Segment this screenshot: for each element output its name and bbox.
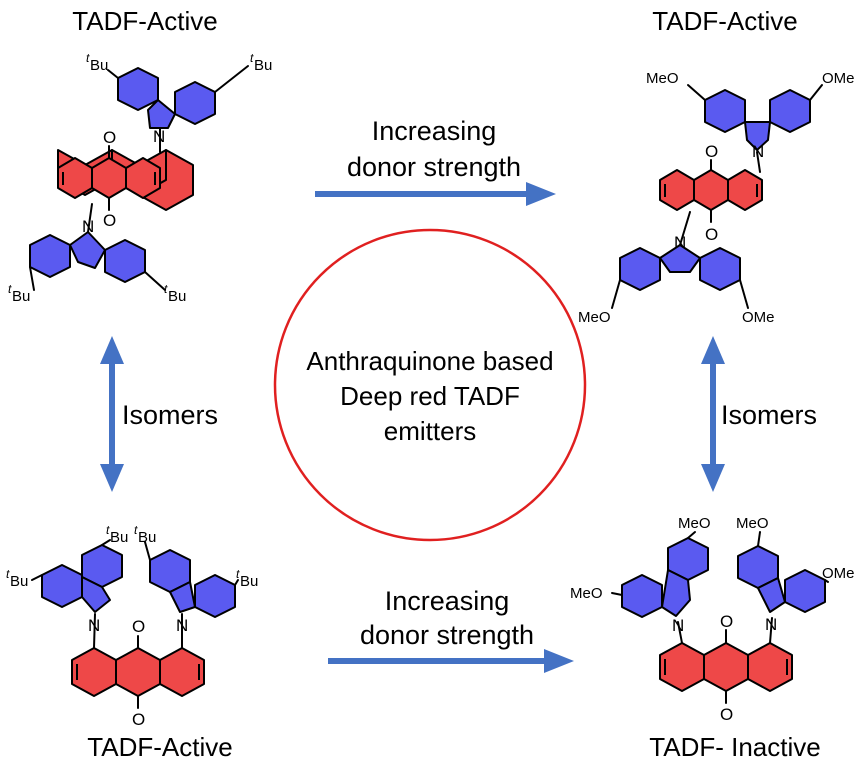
- tbu-label: t Bu: [236, 567, 258, 590]
- carbazole-donor: [29, 203, 146, 283]
- anthraquinone-rings: [659, 159, 763, 223]
- svg-text:t: t: [134, 523, 138, 537]
- methoxy-label: MeO: [570, 585, 603, 602]
- molecule-top-left: O O N N t Bu t Bu t Bu: [8, 51, 272, 305]
- anthraquinone-rings: [57, 145, 161, 211]
- svg-text:Bu: Bu: [12, 288, 30, 305]
- carbazole-donor: [41, 544, 123, 649]
- svg-text:Bu: Bu: [10, 573, 28, 590]
- oxygen-atom: O: [103, 211, 116, 230]
- methoxy-label: MeO: [578, 309, 611, 326]
- oxygen-atom: O: [132, 617, 145, 636]
- nitrogen-atom: N: [176, 616, 188, 635]
- oxygen-atom: O: [705, 142, 718, 161]
- svg-text:t: t: [106, 523, 110, 537]
- arrow-bottom-label-2: donor strength: [360, 620, 534, 650]
- svg-text:Bu: Bu: [168, 288, 186, 305]
- tbu-label: t Bu: [6, 567, 28, 590]
- svg-text:Bu: Bu: [254, 57, 272, 74]
- molecule-bottom-right: O O N N MeO MeO MeO OMe: [570, 515, 855, 724]
- carbazole-donor: [117, 67, 216, 153]
- arrow-left-label: Isomers: [122, 400, 218, 430]
- title-top-right: TADF-Active: [652, 6, 797, 36]
- svg-text:Bu: Bu: [110, 529, 128, 546]
- svg-text:t: t: [6, 567, 10, 581]
- carbazole-donor: [619, 211, 741, 291]
- molecule-bottom-left: O O N N t Bu t Bu t Bu t Bu: [6, 523, 258, 729]
- svg-text:Bu: Bu: [240, 573, 258, 590]
- nitrogen-atom: N: [153, 127, 165, 146]
- nitrogen-atom: N: [88, 616, 100, 635]
- tbu-label: t Bu: [250, 51, 272, 74]
- center-line-3: emitters: [384, 416, 476, 446]
- title-bottom-right: TADF- Inactive: [649, 732, 820, 762]
- oxygen-atom: O: [720, 705, 733, 724]
- methoxy-label: OMe: [742, 309, 775, 326]
- carbazole-donor: [737, 545, 826, 644]
- arrow-bottom: [328, 649, 574, 673]
- oxygen-atom: O: [720, 612, 733, 631]
- carbazole-donor: [149, 549, 236, 649]
- methoxy-label: MeO: [678, 515, 711, 532]
- methoxy-label: MeO: [646, 70, 679, 87]
- arrow-left-double: [100, 336, 124, 492]
- tbu-label: t Bu: [134, 523, 156, 546]
- center-line-1: Anthraquinone based: [306, 346, 553, 376]
- methoxy-label: OMe: [822, 565, 855, 582]
- center-circle: [273, 228, 587, 542]
- arrow-bottom-label-1: Increasing: [385, 586, 510, 616]
- nitrogen-atom: N: [674, 233, 686, 252]
- methoxy-label: OMe: [822, 70, 855, 87]
- svg-text:Bu: Bu: [90, 57, 108, 74]
- svg-text:t: t: [236, 567, 240, 581]
- arrow-right-label: Isomers: [721, 400, 817, 430]
- nitrogen-atom: N: [765, 615, 777, 634]
- center-line-2: Deep red TADF: [340, 381, 520, 411]
- tbu-label: t Bu: [8, 282, 30, 305]
- anthraquinone-rings: [71, 635, 205, 709]
- nitrogen-atom: N: [82, 217, 94, 236]
- tbu-label: t Bu: [164, 282, 186, 305]
- molecule-top-right: O O N N MeO OMe MeO OMe: [578, 70, 855, 326]
- oxygen-atom: O: [705, 225, 718, 244]
- anthraquinone-rings: [659, 629, 793, 704]
- methoxy-label: MeO: [736, 515, 769, 532]
- arrow-top-label-2: donor strength: [347, 152, 521, 182]
- carbazole-donor: [704, 89, 811, 173]
- carbazole-donor: [621, 537, 709, 644]
- arrow-top: [315, 182, 556, 206]
- tbu-label: t Bu: [106, 523, 128, 546]
- svg-text:t: t: [8, 282, 12, 296]
- title-bottom-left: TADF-Active: [87, 732, 232, 762]
- svg-text:t: t: [250, 51, 254, 65]
- svg-text:t: t: [86, 51, 90, 65]
- svg-text:t: t: [164, 282, 168, 296]
- title-top-left: TADF-Active: [72, 6, 217, 36]
- oxygen-atom: O: [103, 128, 116, 147]
- tbu-label: t Bu: [86, 51, 108, 74]
- arrow-right-double: [701, 336, 725, 492]
- arrow-top-label-1: Increasing: [372, 116, 497, 146]
- svg-text:Bu: Bu: [138, 529, 156, 546]
- oxygen-atom: O: [132, 710, 145, 729]
- nitrogen-atom: N: [672, 616, 684, 635]
- nitrogen-atom: N: [752, 142, 764, 161]
